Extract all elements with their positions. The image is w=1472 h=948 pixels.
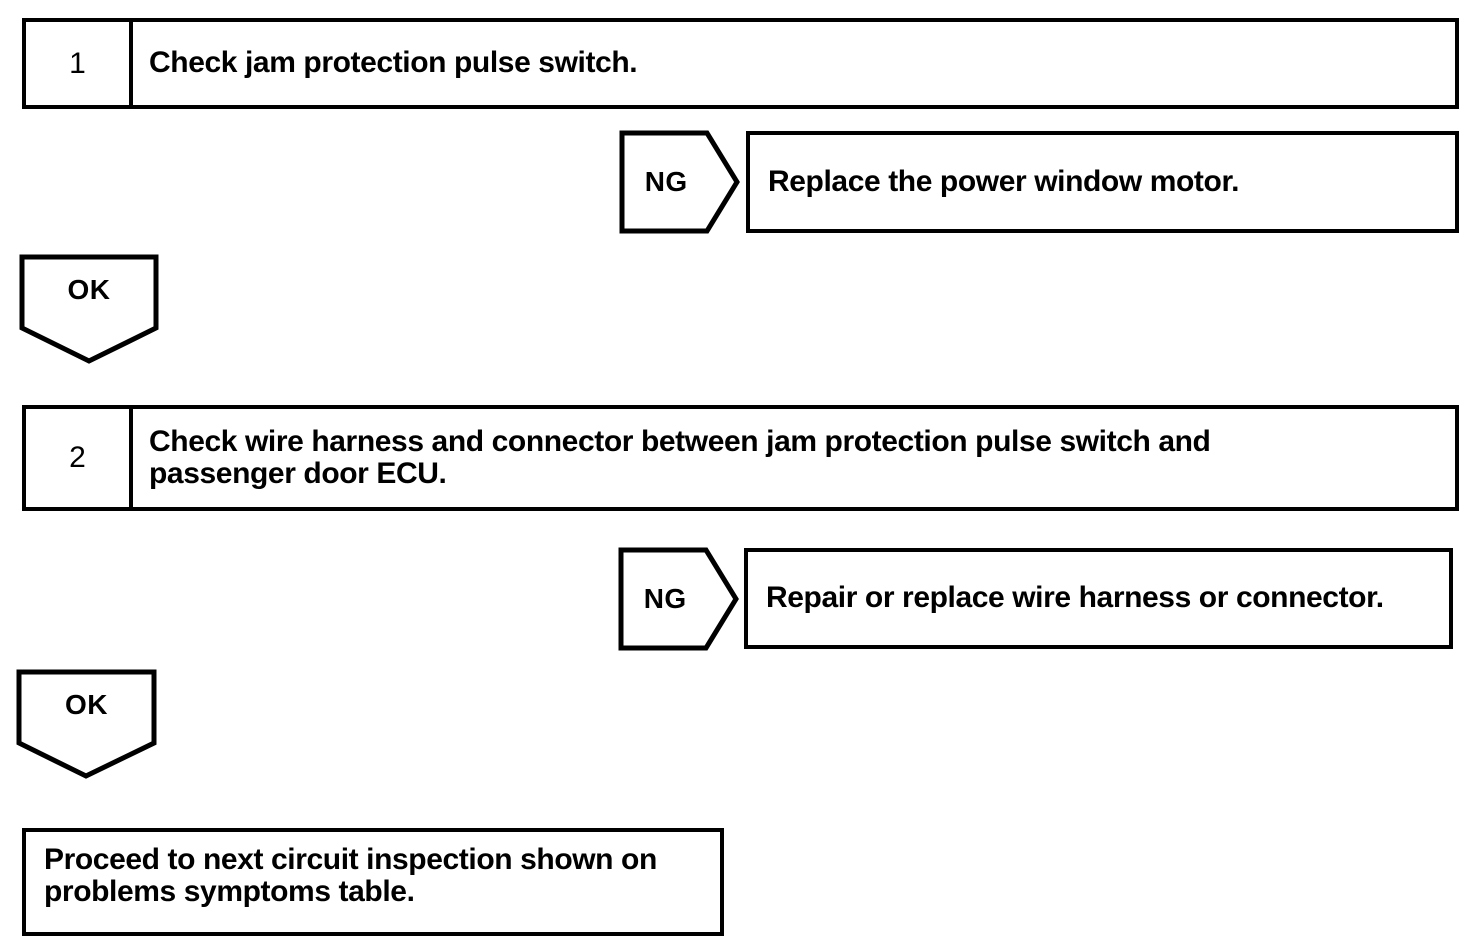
ng-result-1-text: Replace the power window motor. bbox=[768, 164, 1239, 198]
ok-arrow-2-label: OK bbox=[65, 689, 108, 721]
step-2-box: 2 Check wire harness and connector betwe… bbox=[22, 405, 1459, 511]
ng-arrow-2-label: NG bbox=[643, 583, 687, 614]
step-1-box: 1 Check jam protection pulse switch. bbox=[22, 18, 1459, 109]
ok-arrow-1-label: OK bbox=[67, 274, 111, 306]
final-action-text-line-2: problems symptoms table. bbox=[44, 875, 415, 909]
step-1-text-line-1: Check jam protection pulse switch. bbox=[149, 46, 638, 80]
step-2-text: Check wire harness and connector between… bbox=[133, 409, 1455, 507]
step-2-text-line-1: Check wire harness and connector between… bbox=[149, 424, 1211, 458]
ng-result-2-box: Repair or replace wire harness or connec… bbox=[744, 548, 1453, 649]
ng-arrow-2: NG bbox=[618, 547, 739, 651]
step-1-number: 1 bbox=[26, 22, 133, 105]
ng-arrow-1: NG bbox=[619, 130, 740, 234]
step-2-number: 2 bbox=[26, 409, 133, 507]
ng-arrow-1-label: NG bbox=[644, 166, 688, 197]
ok-arrow-1: OK bbox=[19, 254, 159, 364]
step-1-text: Check jam protection pulse switch. bbox=[133, 22, 1455, 105]
final-action-box: Proceed to next circuit inspection shown… bbox=[22, 828, 724, 936]
ng-result-2-text: Repair or replace wire harness or connec… bbox=[766, 581, 1384, 615]
ok-arrow-2: OK bbox=[16, 669, 157, 779]
ng-result-1-box: Replace the power window motor. bbox=[746, 131, 1459, 233]
final-action-text-line-1: Proceed to next circuit inspection shown… bbox=[44, 843, 657, 876]
step-2-text-line-2: passenger door ECU. bbox=[149, 457, 447, 490]
